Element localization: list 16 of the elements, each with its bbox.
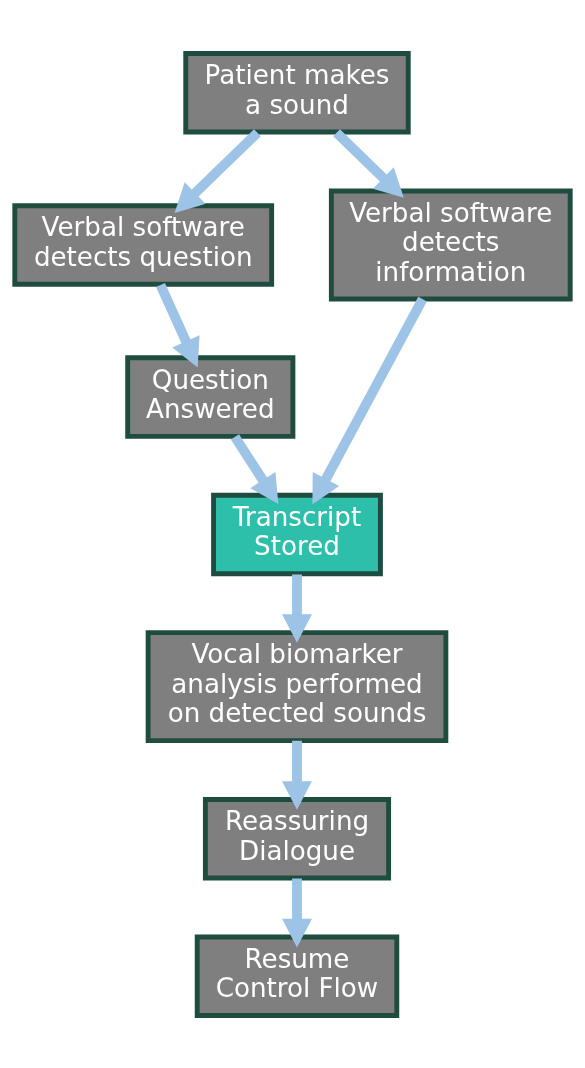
arrow [333,128,404,198]
node-box: Resume Control Flow [194,933,400,1018]
node-box: Question Answered [125,354,296,439]
node-box: Transcript Stored [211,492,383,576]
arrow [174,128,261,213]
arrow [282,878,312,947]
arrow [156,282,200,367]
node-box: Vocal biomarker analysis performed on detected sounds [145,629,449,743]
node-box: Patient makes a sound [183,50,411,135]
arrow [230,433,279,504]
node-box: Verbal software detects question [12,202,275,287]
arrow [282,573,312,643]
arrow [312,296,427,504]
node-box: Reassuring Dialogue [202,796,392,880]
arrow [282,740,312,810]
node-box: Verbal software detects information [328,188,573,301]
